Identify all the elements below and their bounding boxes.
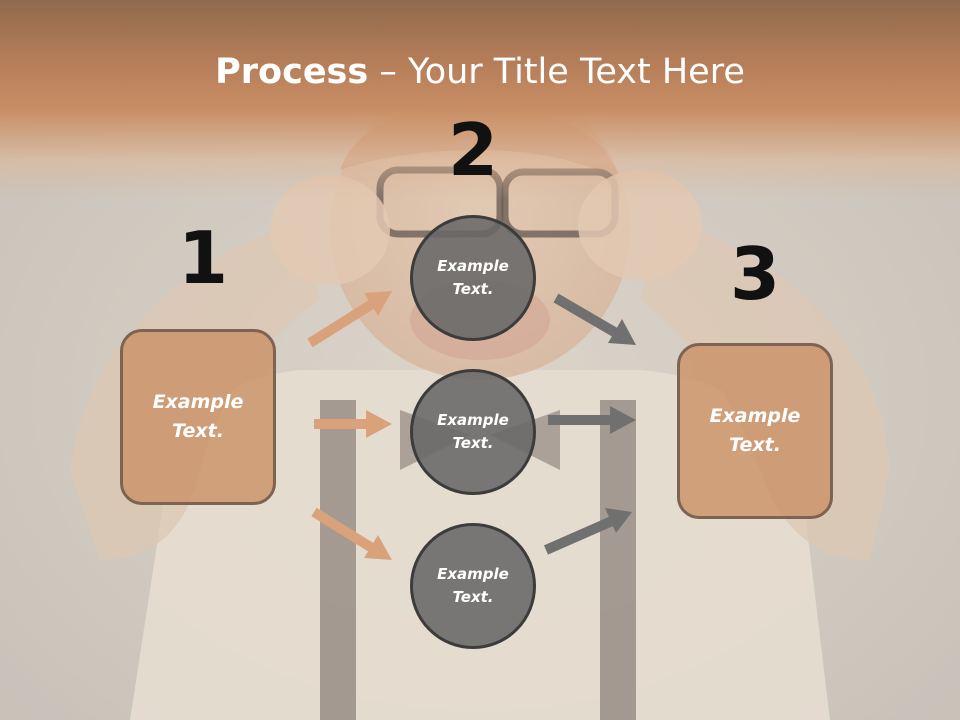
right-box-text: Example Text. — [695, 402, 815, 460]
left-box-line-2: Text. — [172, 420, 224, 442]
left-box-line-1: Example — [152, 391, 244, 413]
circle-middle-line-1: Example — [437, 411, 509, 429]
left-box-text: Example Text. — [138, 388, 258, 446]
right-box-line-1: Example — [709, 405, 801, 427]
right-arrow-icon — [314, 410, 392, 438]
slide-title: Process – Your Title Text Here — [0, 52, 960, 92]
circle-top: Example Text. — [410, 215, 536, 341]
circle-bottom-line-2: Text. — [452, 588, 494, 606]
step-number-2: 2 — [448, 108, 499, 192]
right-box-line-2: Text. — [729, 434, 781, 456]
right-arrow-icon — [548, 406, 636, 434]
header-band — [0, 0, 960, 200]
title-rest: – Your Title Text Here — [368, 52, 745, 92]
right-arrow-icon — [307, 291, 392, 348]
circle-top-line-1: Example — [437, 257, 509, 275]
right-text-box: Example Text. — [677, 343, 833, 519]
circle-middle-line-2: Text. — [452, 434, 494, 452]
circle-middle-text: Example Text. — [423, 409, 523, 455]
title-bold: Process — [215, 52, 369, 92]
circle-bottom-line-1: Example — [437, 565, 509, 583]
left-text-box: Example Text. — [120, 329, 276, 505]
circle-top-text: Example Text. — [423, 255, 523, 301]
circle-top-line-2: Text. — [452, 280, 494, 298]
step-number-1: 1 — [178, 216, 229, 300]
right-arrow-icon — [311, 507, 392, 560]
circle-middle: Example Text. — [410, 369, 536, 495]
right-arrow-icon — [543, 508, 632, 555]
step-number-3: 3 — [730, 232, 781, 316]
circle-bottom-text: Example Text. — [423, 563, 523, 609]
right-arrow-icon — [553, 293, 636, 345]
circle-bottom: Example Text. — [410, 523, 536, 649]
